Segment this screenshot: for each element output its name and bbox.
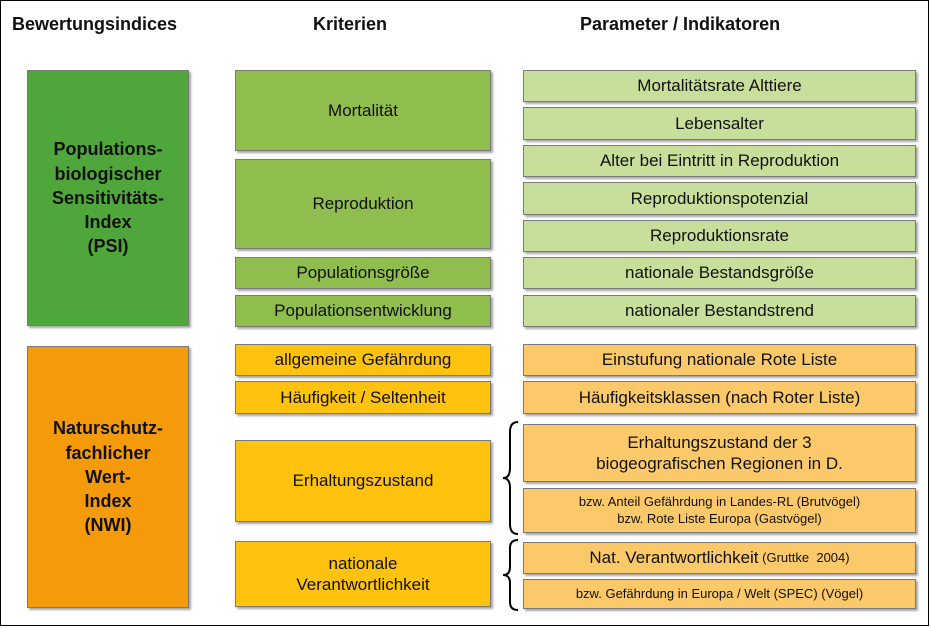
kriterium-populationsgroesse: Populationsgröße [235,257,491,289]
parameter-nat-verantwortlichkeit: Nat. Verantwortlichkeit (Gruttke 2004) [523,542,916,574]
kriterium-mortalitaet: Mortalität [235,70,491,151]
index-psi: Populations- biologischer Sensitivitäts-… [27,70,189,326]
parameter-alter-reproduktion: Alter bei Eintritt in Reproduktion [523,145,916,177]
parameter-lebensalter: Lebensalter [523,107,916,140]
parameter-spec: bzw. Gefährdung in Europa / Welt (SPEC) … [523,579,916,609]
parameter-nat-verantwortlichkeit-label: Nat. Verantwortlichkeit [589,548,759,568]
parameter-anteil-gefaehrdung: bzw. Anteil Gefährdung in Landes-RL (Bru… [523,488,916,533]
kriterium-erhaltungszustand: Erhaltungszustand [235,440,491,522]
index-nwi: Naturschutz- fachlicher Wert- Index (NWI… [27,346,189,608]
kriterium-populationsentwicklung: Populationsentwicklung [235,295,491,327]
parameter-citation: (Gruttke 2004) [758,549,850,565]
parameter-reproduktionsrate: Reproduktionsrate [523,220,916,252]
kriterium-haeufigkeit: Häufigkeit / Seltenheit [235,381,491,414]
parameter-rote-liste: Einstufung nationale Rote Liste [523,344,916,376]
header-kriterien: Kriterien [313,14,388,34]
parameter-reproduktionspotenzial: Reproduktionspotenzial [523,182,916,215]
parameter-mortalitaetsrate: Mortalitätsrate Alttiere [523,70,916,102]
parameter-bestandstrend: nationaler Bestandstrend [523,295,916,327]
header-parameter: Parameter / Indikatoren [580,14,781,34]
parameter-haeufigkeitsklassen: Häufigkeitsklassen (nach Roter Liste) [523,381,916,414]
parameter-bestandsgroesse: nationale Bestandsgröße [523,257,916,289]
parameter-erhaltungszustand-regionen: Erhaltungszustand der 3 biogeografischen… [523,424,916,482]
kriterium-reproduktion: Reproduktion [235,159,491,249]
brace-erhaltungszustand-icon [502,421,519,535]
brace-verantwortlichkeit-icon [502,539,519,611]
kriterium-gefaehrdung: allgemeine Gefährdung [235,344,491,376]
header-bewertungsindices: Bewertungsindices [12,14,178,34]
kriterium-verantwortlichkeit: nationale Verantwortlichkeit [235,541,491,607]
